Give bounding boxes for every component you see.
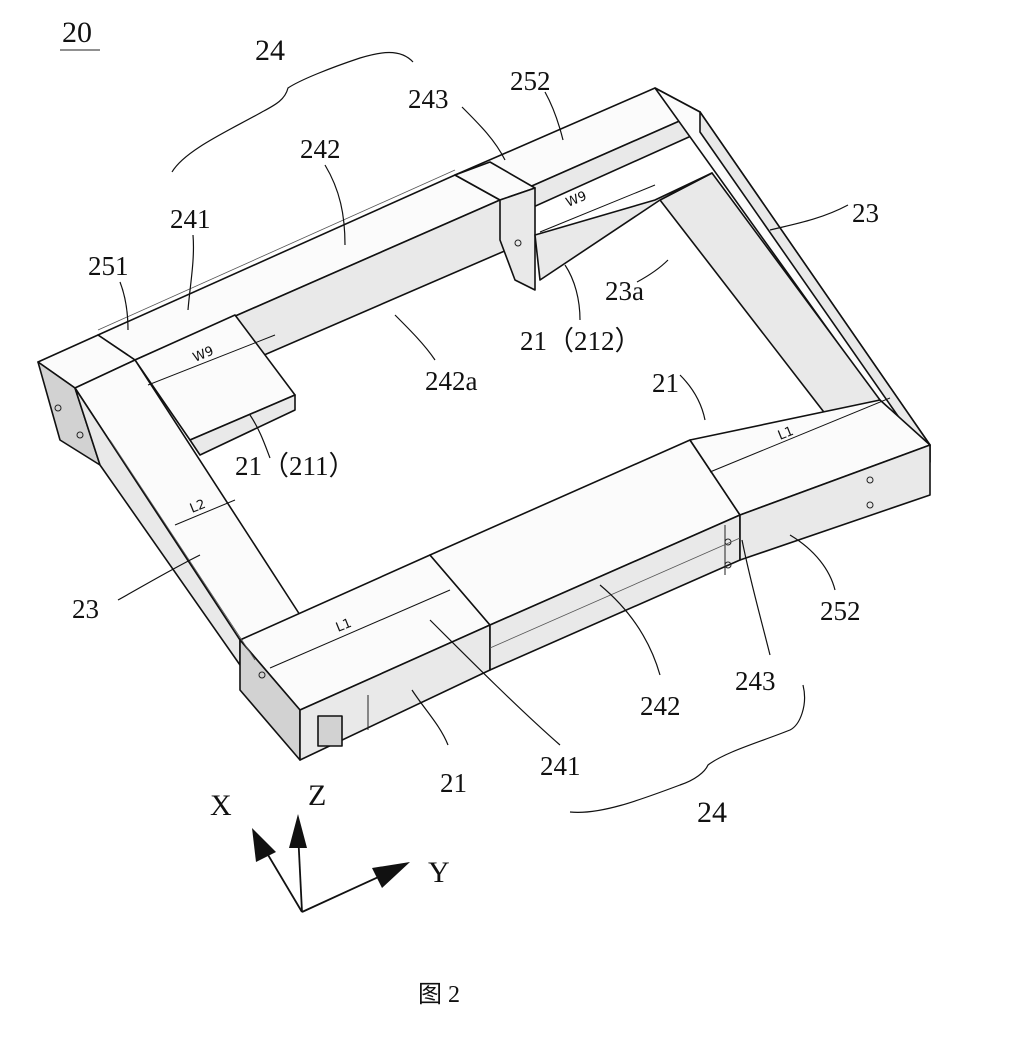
leader-23-right (770, 205, 848, 230)
upper-bracket-243-face (500, 188, 535, 290)
label-23-right: 23 (852, 198, 879, 228)
label-21-bottom: 21 (440, 768, 467, 798)
label-243-bottom: 243 (735, 666, 776, 696)
axis-x-label: X (210, 789, 232, 822)
brace-24-top (172, 53, 413, 173)
axis-z-arrowhead (289, 814, 307, 848)
label-252-bottom: 252 (820, 596, 861, 626)
leader-242a (395, 315, 435, 360)
label-241-bottom: 241 (540, 751, 581, 781)
label-242-bottom: 242 (640, 691, 681, 721)
label-21-211: 21（211） (235, 451, 356, 481)
axis-y-arrowhead (372, 862, 410, 888)
leader-212 (565, 265, 580, 320)
label-251: 251 (88, 251, 129, 281)
label-241-top: 241 (170, 204, 211, 234)
leader-252-bottom (790, 535, 835, 590)
axis-y-label: Y (428, 856, 450, 889)
leader-243-top (462, 107, 505, 160)
figure-number: 20 (62, 16, 92, 49)
label-21-right: 21 (652, 368, 679, 398)
label-24-top: 24 (255, 34, 285, 67)
battery-frame (38, 88, 930, 760)
label-243-top: 243 (408, 84, 449, 114)
label-23a: 23a (605, 276, 644, 306)
axis-x-arrowhead (252, 828, 276, 862)
label-242a: 242a (425, 366, 478, 396)
brace-24-bottom (570, 685, 805, 812)
front-connector (318, 716, 342, 746)
axis-z-label: Z (308, 779, 326, 812)
figure-caption: 图 2 (418, 982, 460, 1008)
right-side-member-inner-wall (660, 173, 880, 420)
label-23-left: 23 (72, 594, 99, 624)
leader-21-right (680, 375, 705, 420)
label-242-top: 242 (300, 134, 341, 164)
leader-243-bottom (742, 540, 770, 655)
label-24-bottom: 24 (697, 796, 727, 829)
coordinate-axes: X Z Y (210, 779, 450, 912)
label-252-top: 252 (510, 66, 551, 96)
label-21-212: 21（212） (520, 326, 642, 356)
